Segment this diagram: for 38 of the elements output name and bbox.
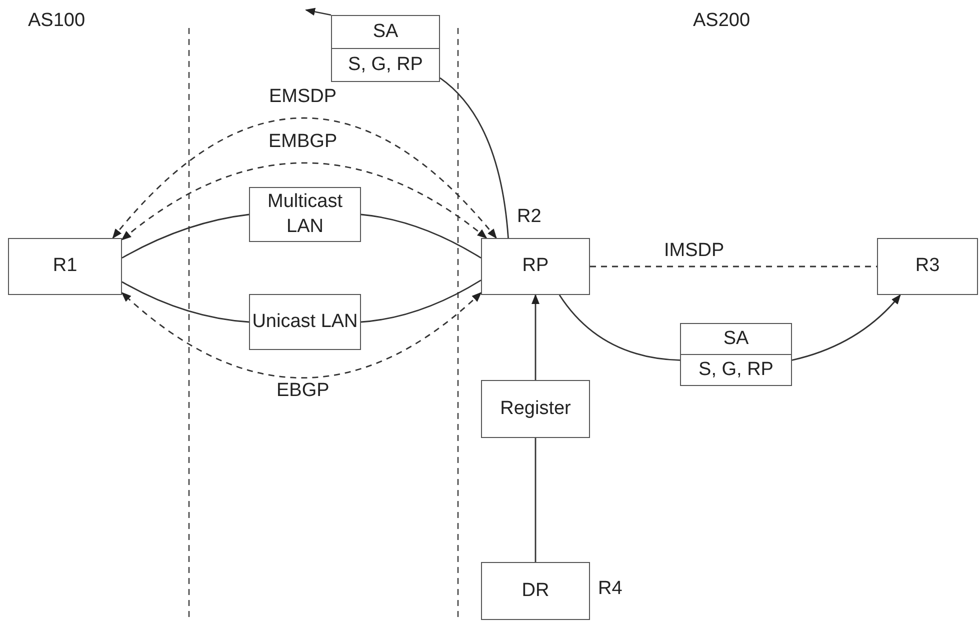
node-label: DR	[522, 578, 550, 603]
arrow	[305, 8, 332, 16]
router-box	[877, 238, 978, 295]
node-label: RP	[522, 254, 549, 278]
arrow	[121, 162, 488, 240]
connector-line	[590, 266, 877, 268]
arrow	[532, 294, 540, 380]
router-name: R4	[598, 578, 622, 600]
arrow	[121, 292, 482, 378]
arrow	[792, 294, 901, 361]
message-box	[680, 323, 792, 386]
node-label: SA	[723, 326, 749, 351]
connector-line	[360, 214, 482, 259]
router-box	[481, 238, 590, 295]
region-label: AS100	[28, 10, 86, 32]
node-label: SA	[372, 20, 398, 44]
lan-box	[249, 187, 361, 242]
region-label: AS200	[693, 10, 750, 32]
node-label: R1	[52, 254, 78, 278]
connector-line	[534, 438, 536, 562]
connector-line	[122, 214, 250, 259]
message-box	[481, 380, 590, 438]
router-name: R2	[517, 206, 542, 228]
node-label: Unicast LAN	[252, 310, 358, 334]
node-label: R3	[915, 254, 940, 278]
connector-line	[360, 280, 482, 323]
connector-line	[122, 281, 250, 323]
node-detail: S, G, RP	[348, 52, 423, 77]
arrow	[112, 118, 497, 239]
message-box	[331, 15, 440, 82]
router-box	[8, 238, 122, 295]
connector-line	[558, 294, 680, 361]
lan-box	[249, 294, 361, 350]
connector-line	[440, 77, 509, 238]
node-label: Register	[500, 396, 571, 421]
router-box	[481, 562, 590, 620]
node-detail: S, G, RP	[698, 358, 774, 382]
node-label: Multicast LAN	[266, 190, 344, 238]
